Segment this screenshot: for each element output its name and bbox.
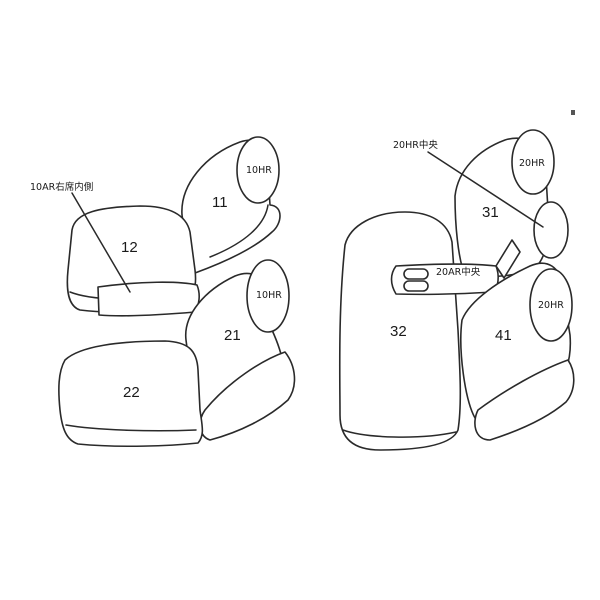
headrest-10hr-lower [246,259,290,333]
headrest-label-10hr-upper: 10HR [246,165,272,176]
part-number-22: 22 [123,384,140,401]
part-number-41: 41 [495,327,512,344]
headrest-20hr-lower [529,268,573,342]
seat-41-side-panel [474,359,575,441]
headrest-label-10hr-lower: 10HR [256,290,282,301]
seat-32-front-edge [342,429,457,438]
armrest-10ar [97,281,200,317]
part-number-32: 32 [390,323,407,340]
seat-22-cushion [58,340,204,448]
callout-20hr-leader [427,151,544,228]
headrest-label-20hr-upper: 20HR [519,158,545,169]
headrest-10hr-upper [236,136,280,204]
callout-10ar-leader [71,192,131,293]
part-number-21: 21 [224,327,241,344]
callout-20hr-center: 20HR中央 [393,139,438,151]
part-number-11: 11 [212,194,228,211]
callout-10ar: 10AR右席内側 [30,181,93,193]
armrest-20ar-bracket [495,239,521,279]
seat-22-front-edge [65,424,197,432]
headrest-label-20hr-lower: 20HR [538,300,564,311]
armrest-cupholder-1 [403,268,429,280]
part-number-31: 31 [482,204,499,221]
headrest-20hr-center [533,201,569,259]
part-number-12: 12 [121,239,138,256]
callout-20ar-center: 20AR中央 [436,266,481,278]
seat-21-side-panel [199,351,296,441]
corner-mark [571,110,575,115]
armrest-cupholder-2 [403,280,429,292]
headrest-20hr-upper [511,129,555,195]
seat-11-bolster [209,204,269,258]
